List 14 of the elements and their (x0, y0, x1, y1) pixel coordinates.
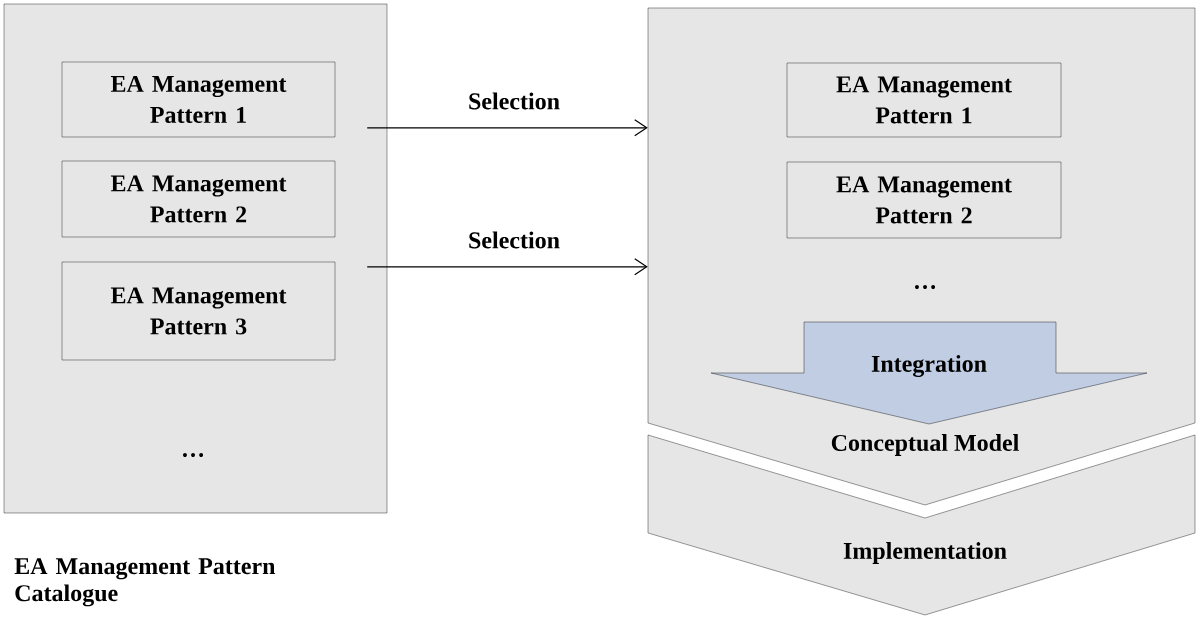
node-label: Implementation (843, 542, 1007, 564)
ellipsis: … (915, 285, 936, 289)
node-label: Conceptual Model (831, 434, 1019, 456)
pattern-box: EA Management Pattern 1 (61, 61, 336, 138)
pattern-box: EA Management Pattern 2 (786, 161, 1062, 239)
ellipsis: … (183, 453, 204, 457)
pattern-box: EA Management Pattern 1 (786, 62, 1062, 138)
edge-label: Selection (469, 92, 560, 110)
node-label: EA Management Pattern Catalogue (14, 558, 276, 607)
arrow (366, 258, 648, 276)
pattern-box: EA Management Pattern 2 (61, 160, 336, 238)
edge-label: Selection (469, 231, 560, 249)
arrow (366, 119, 648, 137)
pattern-box: EA Management Pattern 3 (61, 261, 336, 361)
